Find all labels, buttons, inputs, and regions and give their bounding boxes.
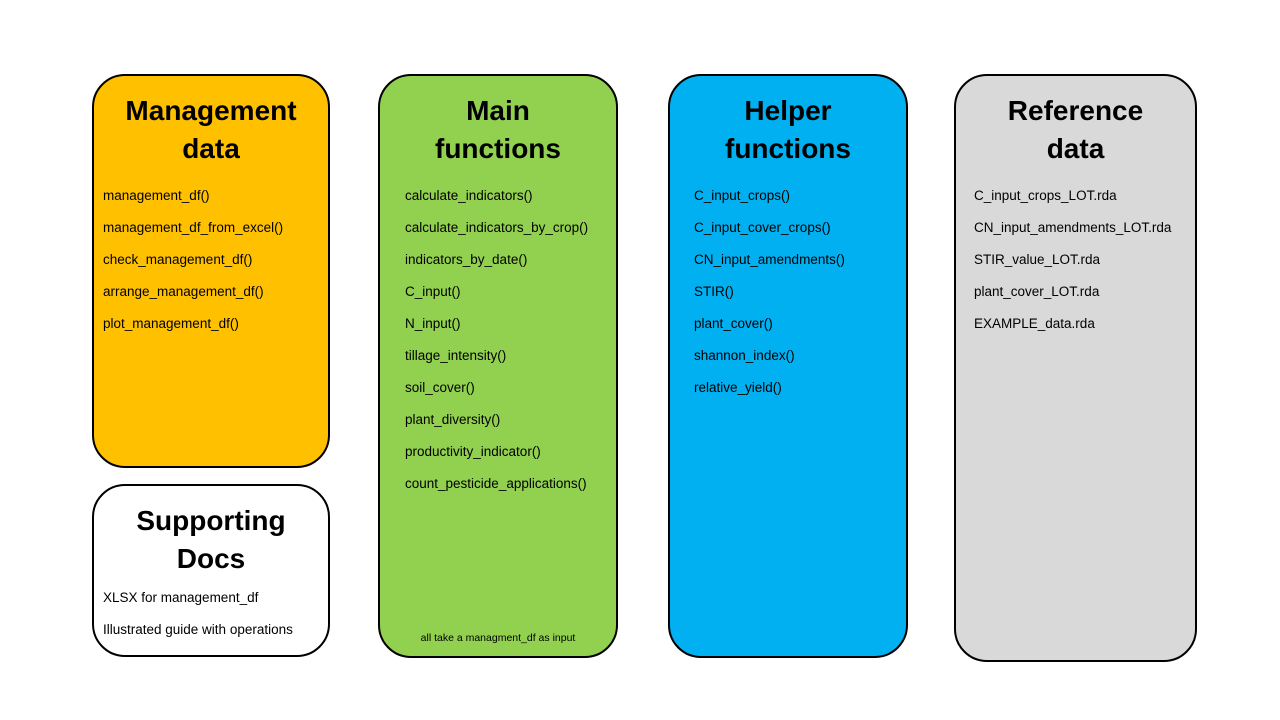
card-title-line: functions: [435, 133, 561, 164]
list-item: check_management_df(): [103, 252, 253, 267]
list-item: relative_yield(): [694, 380, 782, 395]
card-footnote: all take a managment_df as input: [420, 632, 576, 644]
card-title-line: Supporting: [136, 505, 286, 536]
list-item: arrange_management_df(): [103, 284, 264, 299]
list-item: plant_diversity(): [405, 412, 501, 427]
list-item: C_input_cover_crops(): [694, 220, 831, 235]
list-item: STIR_value_LOT.rda: [974, 252, 1101, 267]
list-item: STIR(): [694, 284, 734, 299]
list-item: management_df(): [103, 188, 210, 203]
card-title-line: Main: [466, 95, 530, 126]
list-item: management_df_from_excel(): [103, 220, 284, 235]
list-item: CN_input_amendments(): [694, 252, 845, 267]
list-item: shannon_index(): [694, 348, 795, 363]
list-item: CN_input_amendments_LOT.rda: [974, 220, 1172, 235]
list-item: soil_cover(): [405, 380, 475, 395]
list-item: N_input(): [405, 316, 461, 331]
card-items-list: management_df() management_df_from_excel(…: [94, 180, 328, 340]
card-title-line: Docs: [176, 543, 246, 574]
list-item: Illustrated guide with operations: [103, 622, 293, 637]
card-title: Supporting Docs: [94, 486, 328, 578]
list-item: plant_cover(): [694, 316, 773, 331]
list-item: indicators_by_date(): [405, 252, 528, 267]
card-title-line: functions: [725, 133, 851, 164]
card-helper-functions: Helper functions C_input_crops()C_input_…: [668, 74, 908, 658]
list-item: count_pesticide_applications(): [405, 476, 587, 491]
card-title-line: Reference: [1007, 95, 1144, 126]
card-items-list: calculate_indicators() calculate_indicato…: [380, 180, 616, 500]
list-item: calculate_indicators(): [405, 188, 533, 203]
card-management-data: Management data management_df()managemen…: [92, 74, 330, 468]
list-item: C_input_crops_LOT.rda: [974, 188, 1117, 203]
card-title: Helper functions: [670, 76, 906, 168]
card-title-line: data: [182, 133, 240, 164]
list-item: EXAMPLE_data.rda: [974, 316, 1095, 331]
list-item: C_input_crops(): [694, 188, 791, 203]
card-title: Management data: [94, 76, 328, 168]
card-title-line: Helper: [744, 95, 832, 126]
card-title-line: Management: [125, 95, 297, 126]
card-title: Main functions: [380, 76, 616, 168]
card-main-functions: Main functions calculate_indicators()cal…: [378, 74, 618, 658]
list-item: tillage_intensity(): [405, 348, 507, 363]
card-title-line: data: [1046, 133, 1105, 164]
list-item: calculate_indicators_by_crop(): [405, 220, 589, 235]
list-item: plant_cover_LOT.rda: [974, 284, 1100, 299]
list-item: plot_management_df(): [103, 316, 239, 331]
card-items-list: C_input_crops() C_input_cover_crops() CN_i…: [670, 180, 906, 404]
list-item: productivity_indicator(): [405, 444, 541, 459]
list-item: XLSX for management_df: [103, 590, 259, 605]
list-item: C_input(): [405, 284, 461, 299]
card-title: Reference data: [956, 76, 1195, 168]
